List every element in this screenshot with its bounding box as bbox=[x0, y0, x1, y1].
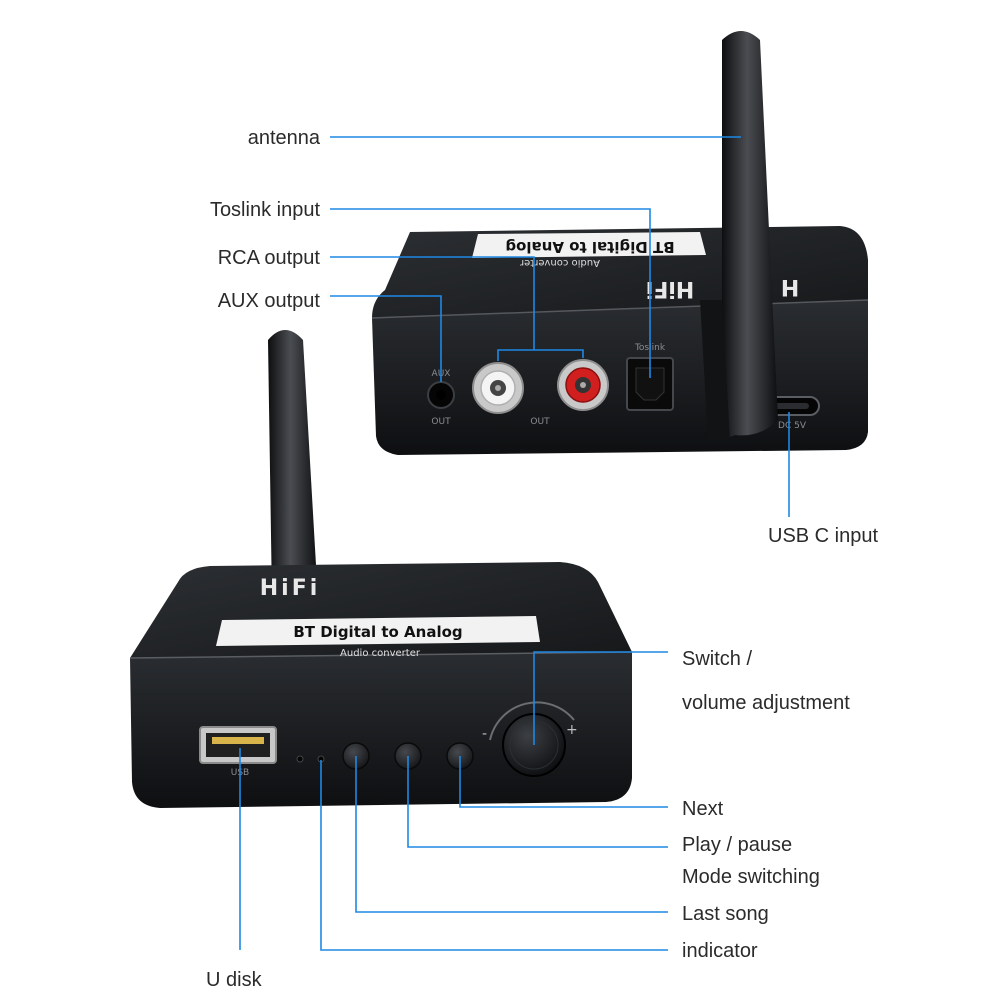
leader-indicator bbox=[320, 760, 668, 951]
label-aux-output: AUX output bbox=[217, 290, 320, 312]
label-antenna: antenna bbox=[247, 127, 320, 149]
front-title: BT Digital to Analog bbox=[293, 623, 462, 641]
label-next: Next bbox=[682, 798, 724, 820]
front-label-strip bbox=[216, 616, 540, 646]
leader-switch bbox=[533, 651, 668, 745]
front-subtitle: Audio converter bbox=[340, 648, 421, 659]
rear-brand-2: H bbox=[781, 274, 799, 299]
rear-subtitle: Audio converter bbox=[519, 257, 600, 268]
aux-port-label-bottom: OUT bbox=[431, 417, 451, 427]
label-usb-c-input: USB C input bbox=[768, 525, 879, 547]
rear-brand: HiFi bbox=[646, 276, 695, 301]
leader-toslink bbox=[330, 208, 651, 378]
label-rca-output: RCA output bbox=[217, 247, 320, 269]
leader-last-song bbox=[355, 756, 668, 913]
leader-aux bbox=[330, 295, 442, 382]
rca-red-port bbox=[557, 359, 609, 411]
label-mode-switching: Mode switching bbox=[682, 866, 820, 888]
label-indicator: indicator bbox=[682, 940, 758, 962]
leader-next bbox=[459, 756, 668, 808]
indicator-led-1 bbox=[296, 755, 304, 763]
volume-plus-label: + bbox=[566, 722, 578, 738]
label-switch: Switch / bbox=[682, 648, 753, 670]
rca-white-port bbox=[472, 362, 524, 414]
leader-lines bbox=[239, 136, 790, 951]
label-toslink-input: Toslink input bbox=[209, 199, 320, 221]
volume-minus-label: - bbox=[482, 726, 487, 742]
rear-label-strip bbox=[472, 232, 706, 258]
rca-port-label: OUT bbox=[530, 417, 550, 427]
label-u-disk: U disk bbox=[206, 969, 262, 991]
rear-title: BT Digital to Analog bbox=[505, 238, 674, 256]
label-volume-adjustment: volume adjustment bbox=[682, 692, 850, 714]
rear-antenna bbox=[722, 31, 778, 440]
front-brand: HiFi bbox=[260, 576, 321, 601]
leader-play-pause bbox=[407, 756, 668, 848]
front-device-face bbox=[130, 652, 632, 808]
leader-rca bbox=[330, 256, 535, 350]
front-device: HiFi BT Digital to Analog Audio converte… bbox=[129, 330, 633, 808]
dc-port-label: DC 5V bbox=[778, 421, 807, 431]
rear-device: BT Digital to Analog Audio converter HiF… bbox=[371, 31, 869, 455]
label-last-song: Last song bbox=[682, 903, 769, 925]
label-play-pause: Play / pause bbox=[682, 834, 793, 856]
front-antenna bbox=[268, 330, 318, 600]
leader-rca-branch bbox=[497, 349, 584, 361]
